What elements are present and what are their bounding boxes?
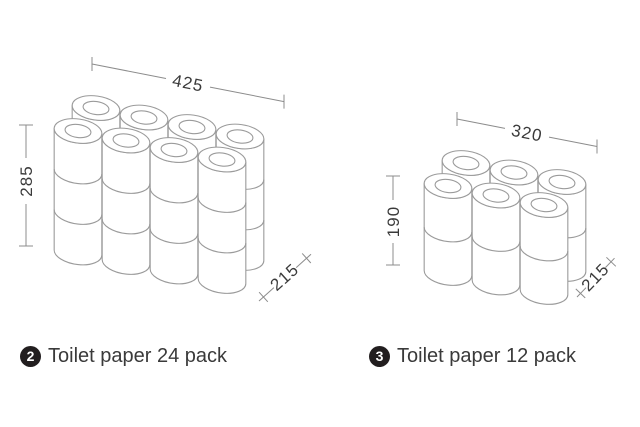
pack24-height-value: 285 xyxy=(17,165,36,196)
roll-seam xyxy=(53,168,103,185)
roll-hole xyxy=(452,155,480,171)
pack12-width-dimension: 320 xyxy=(456,112,598,154)
roll-hole xyxy=(482,188,510,203)
pack12-height-dimension: 190 xyxy=(384,175,403,266)
pack-24-illustration xyxy=(53,95,265,294)
roll-seam xyxy=(101,218,151,235)
figure-caption-pack12: Toilet paper 12 pack xyxy=(397,344,577,367)
roll-hole xyxy=(64,123,92,139)
dim-line xyxy=(605,257,615,268)
dim-line xyxy=(258,287,275,302)
roll-hole xyxy=(226,129,254,144)
roll-body xyxy=(423,182,473,286)
figure-label-pack12: 3 Toilet paper 12 pack xyxy=(369,345,576,367)
roll-hole xyxy=(82,100,110,116)
dim-line xyxy=(209,86,285,103)
roll-seam xyxy=(197,237,247,254)
figure-label-pack24: 2 Toilet paper 24 pack xyxy=(20,345,227,367)
dim-tick xyxy=(258,291,269,303)
roll-body xyxy=(101,137,151,275)
toilet-roll xyxy=(101,127,151,275)
roll-seam xyxy=(471,236,521,252)
roll-seam xyxy=(149,187,199,204)
toilet-roll xyxy=(197,146,247,294)
dim-line xyxy=(295,253,312,268)
dim-line xyxy=(91,63,167,79)
roll-hole xyxy=(500,165,528,180)
roll-seam xyxy=(519,245,569,262)
dim-line xyxy=(576,287,587,298)
figure-badge-3: 3 xyxy=(369,345,390,367)
figure-caption-pack24: Toilet paper 24 pack xyxy=(48,344,228,367)
roll-body xyxy=(471,192,521,296)
roll-hole xyxy=(434,178,462,194)
toilet-roll xyxy=(471,182,521,296)
dim-tick xyxy=(301,253,312,264)
pack24-depth-dimension: 215 xyxy=(258,253,312,303)
roll-hole xyxy=(208,152,236,167)
roll-seam xyxy=(149,228,199,244)
roll-hole xyxy=(130,110,158,125)
roll-hole xyxy=(530,197,558,213)
roll-seam xyxy=(423,226,473,243)
pack12-height-value: 190 xyxy=(384,206,403,237)
dim-tick xyxy=(575,288,586,299)
dim-line xyxy=(548,136,598,147)
toilet-roll xyxy=(519,192,569,305)
pack-12-illustration xyxy=(423,150,587,305)
toilet-roll xyxy=(53,118,103,266)
roll-body xyxy=(519,201,569,305)
toilet-roll xyxy=(423,173,473,286)
roll-hole xyxy=(112,133,140,148)
figure-badge-2: 2 xyxy=(20,345,41,367)
roll-body xyxy=(53,127,103,266)
roll-hole xyxy=(178,119,206,135)
pack12-width-value: 320 xyxy=(510,121,544,146)
roll-seam xyxy=(101,178,151,194)
pack24-width-dimension: 425 xyxy=(91,57,285,109)
roll-body xyxy=(149,146,199,285)
dim-line xyxy=(456,118,506,129)
roll-hole xyxy=(160,142,188,158)
pack24-height-dimension: 285 xyxy=(17,124,36,247)
toilet-roll xyxy=(149,137,199,285)
roll-hole xyxy=(548,174,576,190)
roll-body xyxy=(197,156,247,294)
roll-seam xyxy=(197,197,247,213)
dim-tick xyxy=(606,256,617,267)
pack24-width-value: 425 xyxy=(171,71,205,96)
roll-seam xyxy=(53,209,103,225)
